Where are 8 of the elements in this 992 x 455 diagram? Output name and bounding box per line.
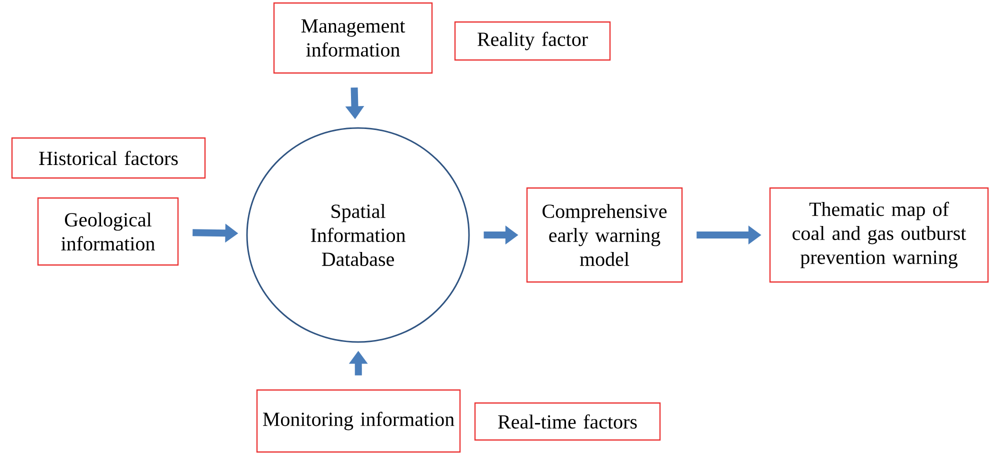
text-box: Geological information: [37, 197, 179, 266]
text-box: Reality factor: [454, 21, 611, 61]
text-box: Comprehensive early warning model: [526, 187, 683, 283]
text-box: Monitoring information: [256, 389, 461, 453]
text-box: Management information: [273, 2, 433, 74]
text-box: Historical factors: [11, 137, 206, 179]
text-box: Thematic map of coal and gas outburst prevention warning: [769, 187, 989, 283]
text-box: Real-time factors: [474, 402, 661, 441]
